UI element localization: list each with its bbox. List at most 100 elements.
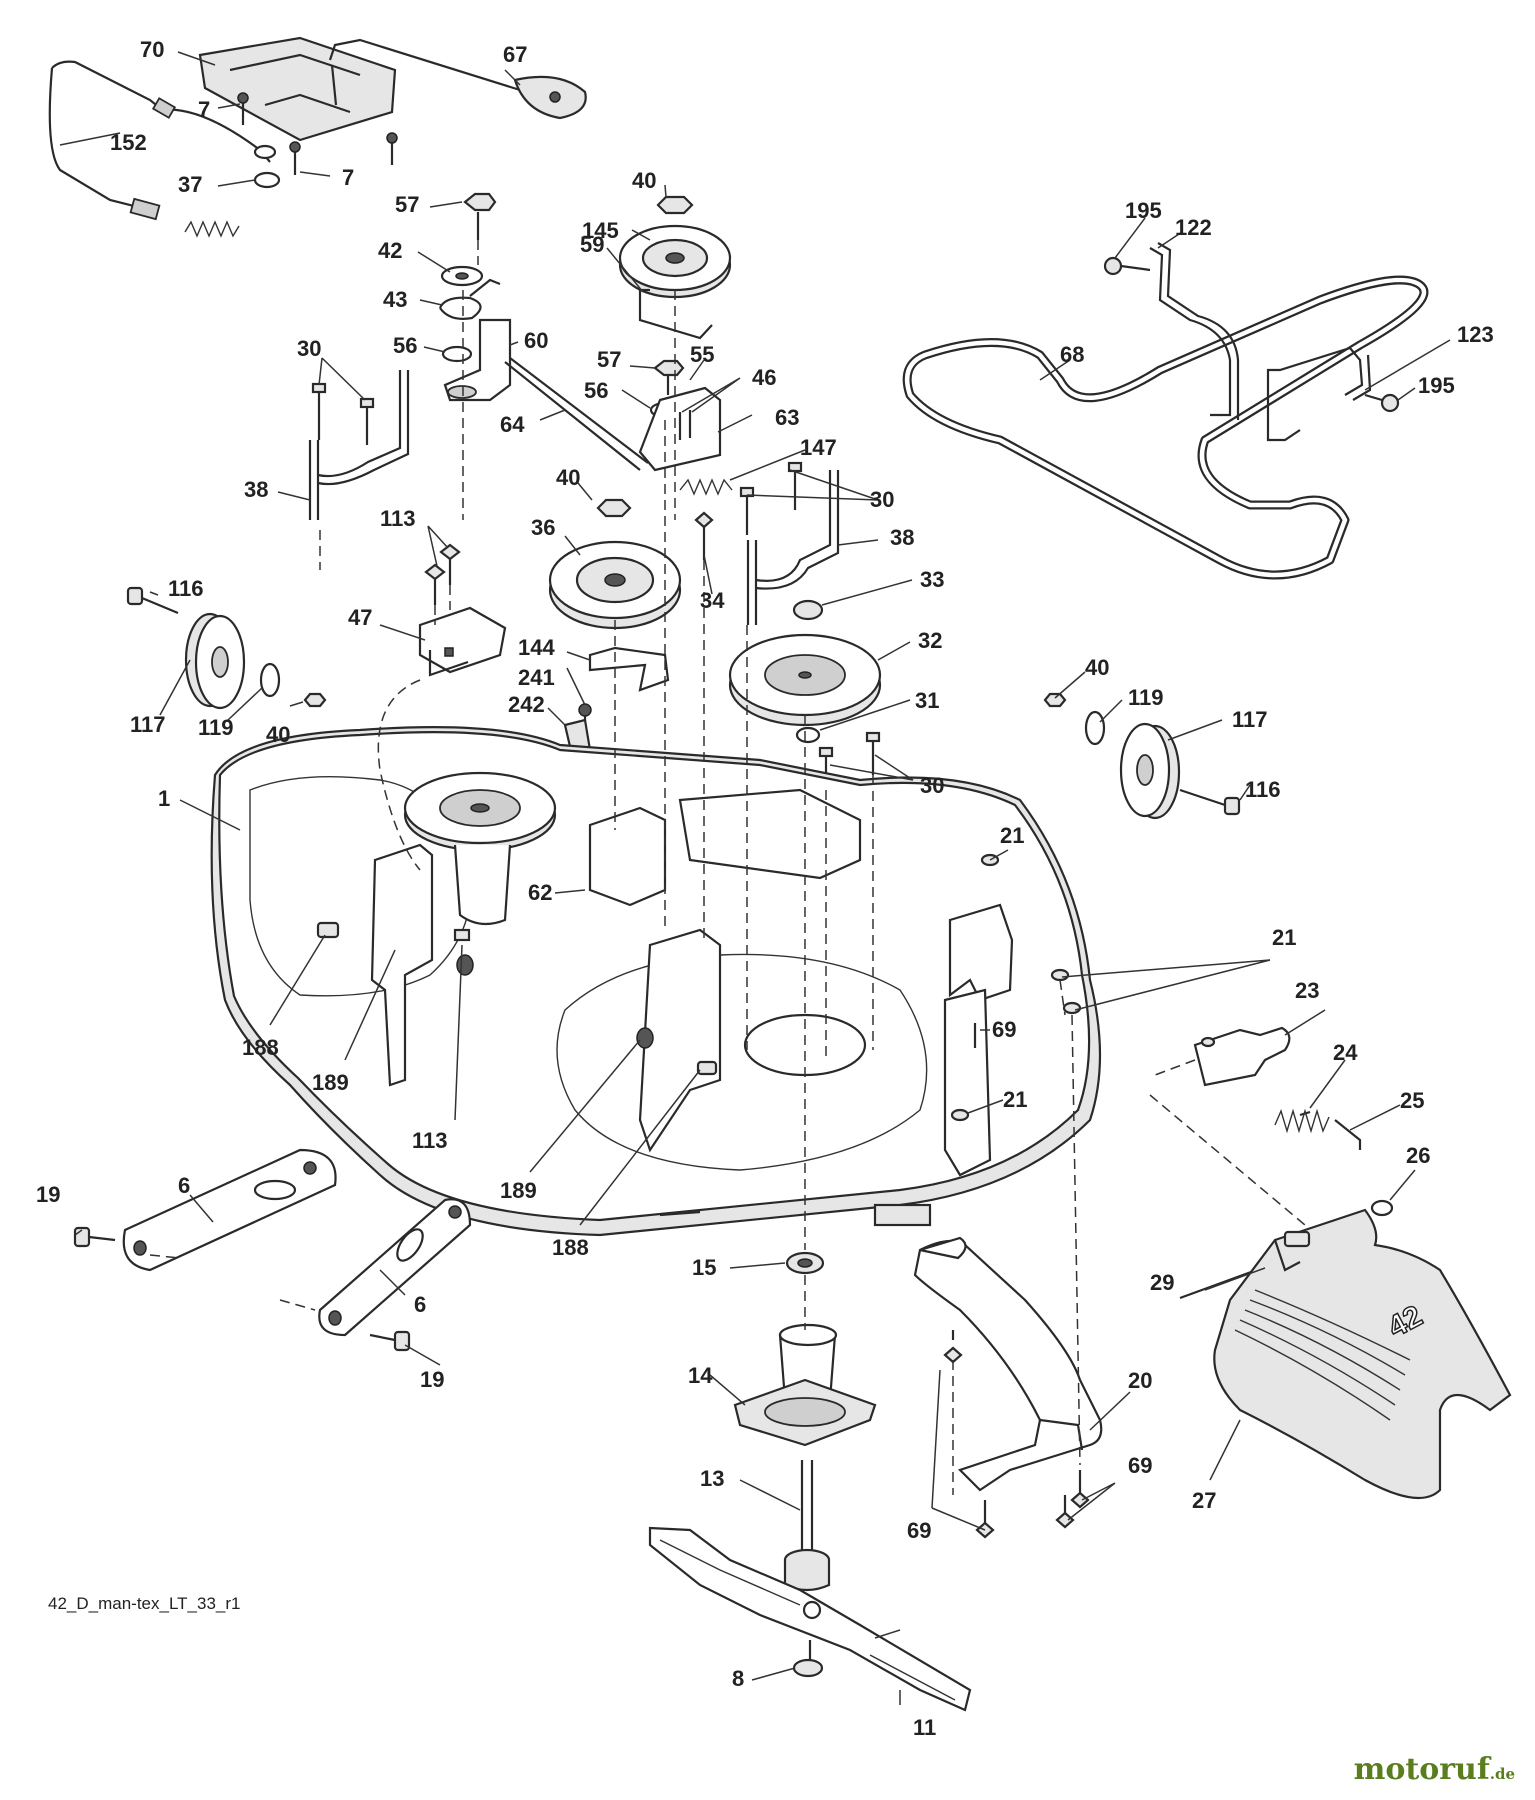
part-36-pulley — [548, 540, 682, 630]
callout-40-b: 40 — [1085, 655, 1109, 680]
callout-152: 152 — [110, 130, 147, 155]
watermark-name: motoruf — [1353, 1752, 1490, 1787]
callout-57-a: 57 — [395, 192, 419, 217]
part-38-rod-left — [308, 370, 410, 520]
part-31-washer — [795, 726, 821, 744]
callout-21-a: 21 — [1000, 823, 1024, 848]
callout-21-b: 21 — [1272, 925, 1296, 950]
callout-119-b: 119 — [1128, 685, 1164, 710]
assembly-lines — [319, 240, 1306, 1495]
part-57-bolt — [463, 192, 497, 240]
callout-31: 31 — [915, 688, 939, 713]
part-6-link-lower — [318, 1198, 472, 1337]
callout-63: 63 — [775, 405, 799, 430]
callout-47: 47 — [348, 605, 372, 630]
parts-illustration — [48, 36, 1512, 1712]
callout-70: 70 — [140, 37, 164, 62]
callout-30-a: 30 — [297, 336, 321, 361]
callout-26: 26 — [1406, 1143, 1430, 1168]
part-57-bolt-2 — [653, 359, 685, 395]
callout-117-b: 117 — [1232, 707, 1268, 732]
part-30-bolts-right — [739, 461, 803, 535]
callout-42: 42 — [378, 238, 402, 263]
callout-116-b: 116 — [1245, 777, 1281, 802]
callout-25: 25 — [1400, 1088, 1424, 1113]
callout-30-b: 30 — [870, 487, 894, 512]
part-23-bracket — [1193, 1026, 1291, 1087]
leader-lines — [59, 51, 1451, 1705]
part-63-idler-arm — [638, 386, 722, 472]
callout-43: 43 — [383, 287, 407, 312]
part-56-bushing — [441, 345, 473, 363]
part-32-pulley — [728, 633, 882, 727]
part-195-bolt-right — [1364, 393, 1400, 413]
callout-195-a: 195 — [1125, 198, 1162, 223]
part-26-washer — [1370, 1199, 1394, 1217]
part-68-belt — [902, 275, 1429, 580]
callout-189-a: 189 — [312, 1070, 349, 1095]
part-40-nut — [656, 195, 694, 215]
callout-68: 68 — [1060, 342, 1084, 367]
callout-6-b: 6 — [414, 1292, 426, 1317]
callout-242: 242 — [508, 692, 545, 717]
part-27-discharge-chute — [1213, 1208, 1512, 1500]
callout-56-b: 56 — [584, 378, 608, 403]
callout-241: 241 — [518, 665, 555, 690]
part-40-nut-right — [1043, 692, 1067, 708]
callout-123: 123 — [1457, 322, 1494, 347]
callout-56-a: 56 — [393, 333, 417, 358]
part-117-wheel-right — [1119, 722, 1181, 820]
part-42-washer — [440, 265, 484, 287]
callout-11: 11 — [913, 1715, 936, 1740]
callout-27: 27 — [1192, 1488, 1216, 1513]
part-30-bolts-left — [311, 382, 375, 445]
callout-57-b: 57 — [597, 347, 621, 372]
callout-14: 14 — [688, 1363, 713, 1388]
callout-38-a: 38 — [244, 477, 268, 502]
callout-15: 15 — [692, 1255, 716, 1280]
callout-188-b: 188 — [552, 1235, 589, 1260]
callout-122: 122 — [1175, 215, 1212, 240]
part-20-baffle — [913, 1236, 1103, 1492]
part-38-rod-right — [746, 470, 840, 625]
part-7-bolts — [237, 92, 398, 175]
part-1-deck — [210, 726, 1102, 1237]
callout-64: 64 — [500, 412, 525, 437]
part-152-cable — [48, 60, 271, 238]
callout-69-c: 69 — [907, 1518, 931, 1543]
callout-145: 145 — [582, 218, 619, 243]
part-6-link-upper — [122, 1148, 337, 1272]
part-37-washer — [253, 171, 281, 189]
part-122-guide — [1149, 242, 1240, 420]
callout-147: 147 — [800, 435, 837, 460]
callout-46: 46 — [752, 365, 776, 390]
part-64-rod — [504, 361, 641, 471]
part-15-bushing — [785, 1251, 825, 1275]
part-40-nut-center — [596, 498, 632, 518]
callout-30-c: 30 — [920, 773, 944, 798]
part-123-guide — [1266, 346, 1372, 442]
part-43-spring — [438, 278, 501, 320]
callout-67: 67 — [503, 42, 527, 67]
part-19-bolt-lower — [369, 1330, 411, 1352]
callout-113-a: 113 — [380, 506, 416, 531]
part-147-spring — [679, 478, 733, 496]
callout-113-b: 113 — [412, 1128, 448, 1153]
callout-40-top: 40 — [632, 168, 656, 193]
callout-13: 13 — [700, 1466, 724, 1491]
watermark-tld: .de — [1489, 1765, 1515, 1783]
callout-19-a: 19 — [36, 1182, 60, 1207]
part-33-nut — [792, 599, 824, 621]
callout-24: 24 — [1333, 1040, 1358, 1065]
drawing-reference: 42_D_man-tex_LT_33_r1 — [48, 1594, 241, 1613]
part-116-axle-bolt — [126, 586, 179, 615]
callout-34: 34 — [700, 588, 725, 613]
callout-117-a: 117 — [130, 712, 166, 737]
callout-37: 37 — [178, 172, 202, 197]
callout-55: 55 — [690, 342, 714, 367]
callout-144: 144 — [518, 635, 555, 660]
callout-116-a: 116 — [168, 576, 204, 601]
part-14-spindle-housing — [733, 1323, 877, 1447]
callout-8: 8 — [732, 1666, 744, 1691]
part-70-bracket — [198, 36, 521, 142]
